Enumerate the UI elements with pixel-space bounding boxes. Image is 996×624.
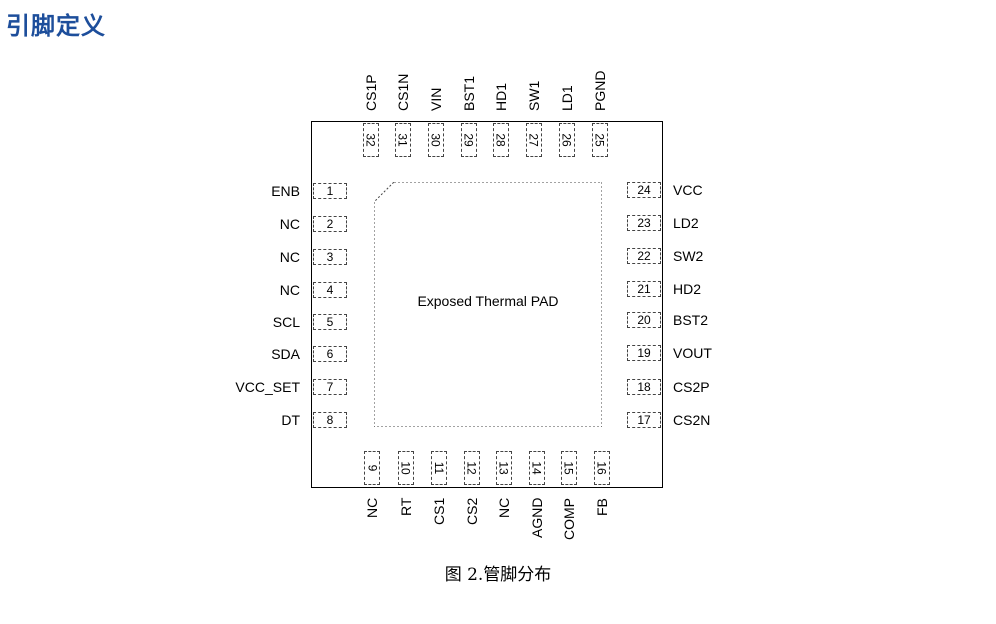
pin-number-32: 32 bbox=[363, 133, 378, 147]
pin-label-scl: SCL bbox=[272, 314, 300, 330]
pin-box-7: 7 bbox=[313, 379, 347, 395]
pin-box-3: 3 bbox=[313, 249, 347, 265]
pin-label-sw1: SW1 bbox=[526, 80, 542, 111]
pin-number-10: 10 bbox=[398, 461, 413, 475]
pin-number-30: 30 bbox=[428, 133, 443, 147]
figure-caption: 图 2.管脚分布 bbox=[444, 565, 552, 585]
pin-box-26: 26 bbox=[559, 123, 575, 157]
pin-label-agnd: AGND bbox=[529, 497, 545, 538]
pin-box-19: 19 bbox=[627, 345, 661, 361]
pin-label-nc: NC bbox=[496, 497, 512, 518]
pin-label-fb: FB bbox=[594, 498, 610, 516]
pin-box-30: 30 bbox=[428, 123, 444, 157]
pin-box-28: 28 bbox=[493, 123, 509, 157]
pin-number-29: 29 bbox=[461, 133, 476, 147]
pin-label-hd1: HD1 bbox=[493, 82, 509, 111]
pin-box-6: 6 bbox=[313, 346, 347, 362]
pin-box-13: 13 bbox=[496, 451, 512, 485]
pin-label-cs1: CS1 bbox=[431, 497, 447, 525]
pin-label-nc: NC bbox=[279, 249, 300, 265]
pin-box-32: 32 bbox=[363, 123, 379, 157]
pin-box-31: 31 bbox=[395, 123, 411, 157]
pin-number-15: 15 bbox=[561, 461, 576, 475]
pin-label-comp: COMP bbox=[561, 498, 577, 540]
pin-label-bst2: BST2 bbox=[673, 312, 709, 328]
pin-label-dt: DT bbox=[281, 412, 300, 428]
pin-label-ld1: LD1 bbox=[559, 85, 575, 111]
pin-label-cs2: CS2 bbox=[464, 497, 480, 525]
pin-box-12: 12 bbox=[464, 451, 480, 485]
pin-label-cs1n: CS1N bbox=[395, 73, 411, 111]
pin-number-28: 28 bbox=[493, 133, 508, 147]
pin-label-cs2n: CS2N bbox=[673, 412, 711, 428]
pin-number-9: 9 bbox=[365, 464, 379, 472]
pin-label-ld2: LD2 bbox=[673, 215, 699, 231]
pin-label-nc: NC bbox=[279, 282, 300, 298]
pin-box-17: 17 bbox=[627, 412, 661, 428]
pin-number-26: 26 bbox=[559, 133, 574, 147]
pin-label-vcc_set: VCC_SET bbox=[235, 379, 300, 395]
pin-box-11: 11 bbox=[431, 451, 447, 485]
pin-label-nc: NC bbox=[279, 216, 300, 232]
pin-number-13: 13 bbox=[496, 461, 511, 475]
pin-number-16: 16 bbox=[594, 461, 609, 475]
pin-number-12: 12 bbox=[464, 461, 479, 475]
thermal-pad-label: Exposed Thermal PAD bbox=[417, 293, 559, 309]
pin-label-enb: ENB bbox=[271, 183, 300, 199]
pin-box-8: 8 bbox=[313, 412, 347, 428]
pin-box-15: 15 bbox=[561, 451, 577, 485]
section-title: 引脚定义 bbox=[6, 12, 106, 40]
pin-box-22: 22 bbox=[627, 248, 661, 264]
pin-label-vin: VIN bbox=[428, 87, 444, 111]
pin-number-25: 25 bbox=[592, 133, 607, 147]
pin-number-11: 11 bbox=[432, 461, 446, 475]
pin-label-hd2: HD2 bbox=[673, 281, 702, 297]
pin-label-vout: VOUT bbox=[673, 345, 712, 361]
pin-box-5: 5 bbox=[313, 314, 347, 330]
pin-box-4: 4 bbox=[313, 282, 347, 298]
pin-box-9: 9 bbox=[364, 451, 380, 485]
pin-label-cs2p: CS2P bbox=[673, 379, 710, 395]
exposed-thermal-pad: Exposed Thermal PAD bbox=[374, 182, 602, 427]
pin-box-20: 20 bbox=[627, 312, 661, 328]
pin-box-29: 29 bbox=[461, 123, 477, 157]
pin-box-16: 16 bbox=[594, 451, 610, 485]
pin-box-24: 24 bbox=[627, 182, 661, 198]
chip-package-outline bbox=[311, 121, 663, 488]
pin-box-25: 25 bbox=[592, 123, 608, 157]
pin-box-23: 23 bbox=[627, 215, 661, 231]
pin-label-sda: SDA bbox=[271, 346, 300, 362]
pin-box-18: 18 bbox=[627, 379, 661, 395]
pin-box-1: 1 bbox=[313, 183, 347, 199]
pin-label-bst1: BST1 bbox=[461, 75, 477, 111]
pin-label-sw2: SW2 bbox=[673, 248, 704, 264]
pin-box-14: 14 bbox=[529, 451, 545, 485]
pin-label-rt: RT bbox=[398, 497, 414, 516]
pin-label-nc: NC bbox=[364, 497, 380, 518]
pin-box-10: 10 bbox=[398, 451, 414, 485]
pin-label-cs1p: CS1P bbox=[363, 74, 379, 111]
pin-box-2: 2 bbox=[313, 216, 347, 232]
pin-number-14: 14 bbox=[529, 461, 544, 475]
pin-box-21: 21 bbox=[627, 281, 661, 297]
pin-label-pgnd: PGND bbox=[592, 70, 608, 111]
pin-number-27: 27 bbox=[526, 133, 541, 147]
pin-number-31: 31 bbox=[395, 133, 410, 147]
pin-box-27: 27 bbox=[526, 123, 542, 157]
pin-label-vcc: VCC bbox=[673, 182, 703, 198]
